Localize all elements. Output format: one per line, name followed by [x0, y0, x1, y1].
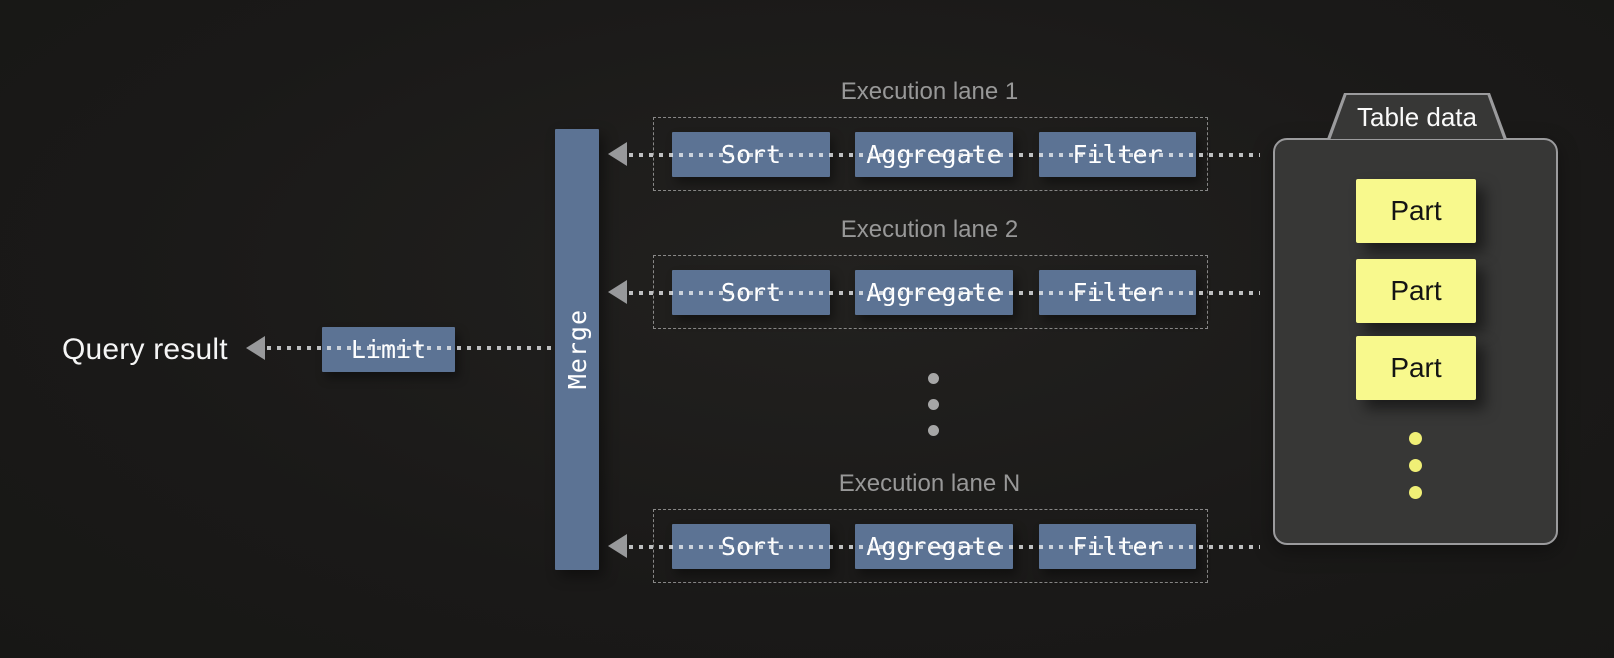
execution-lane-2: Execution lane 2 Sort Aggregate Filter: [0, 216, 1614, 329]
part-label: Part: [1390, 275, 1442, 306]
part-label: Part: [1390, 195, 1442, 226]
dotted-connector-limit: [267, 346, 555, 350]
ellipsis-dot: [928, 425, 939, 436]
dotted-connector-lane: [629, 153, 1260, 157]
merge-bar: Merge: [555, 129, 599, 570]
table-data-title: Table data: [1357, 101, 1477, 132]
dotted-connector-lane: [629, 545, 1260, 549]
part-box: Part: [1356, 336, 1476, 400]
arrowhead-left-icon: [608, 142, 627, 166]
lane-title: Execution lane 2: [840, 216, 1019, 243]
table-data-container: Part Part Part: [1273, 138, 1558, 545]
table-data-tab: Table data: [1327, 93, 1507, 139]
ellipsis-dot: [1409, 459, 1422, 472]
ellipsis-dot: [1409, 432, 1422, 445]
dotted-connector-lane: [629, 291, 1260, 295]
ellipsis-dot: [1409, 486, 1422, 499]
lanes-vertical-ellipsis: [928, 373, 939, 436]
arrowhead-left-icon: [608, 280, 627, 304]
part-label: Part: [1390, 352, 1442, 383]
table-data-tab-fill: Table data: [1330, 95, 1504, 139]
parts-vertical-ellipsis: [1409, 432, 1422, 499]
arrowhead-left-icon: [608, 534, 627, 558]
part-box: Part: [1356, 259, 1476, 323]
lane-title: Execution lane N: [838, 470, 1021, 497]
part-box: Part: [1356, 179, 1476, 243]
query-result-label: Query result: [62, 333, 228, 366]
lane-title: Execution lane 1: [840, 78, 1019, 105]
execution-lane-1: Execution lane 1 Sort Aggregate Filter: [0, 78, 1614, 191]
ellipsis-dot: [928, 399, 939, 410]
arrowhead-left-icon: [246, 336, 265, 360]
ellipsis-dot: [928, 373, 939, 384]
execution-lane-n: Execution lane N Sort Aggregate Filter: [0, 470, 1614, 583]
